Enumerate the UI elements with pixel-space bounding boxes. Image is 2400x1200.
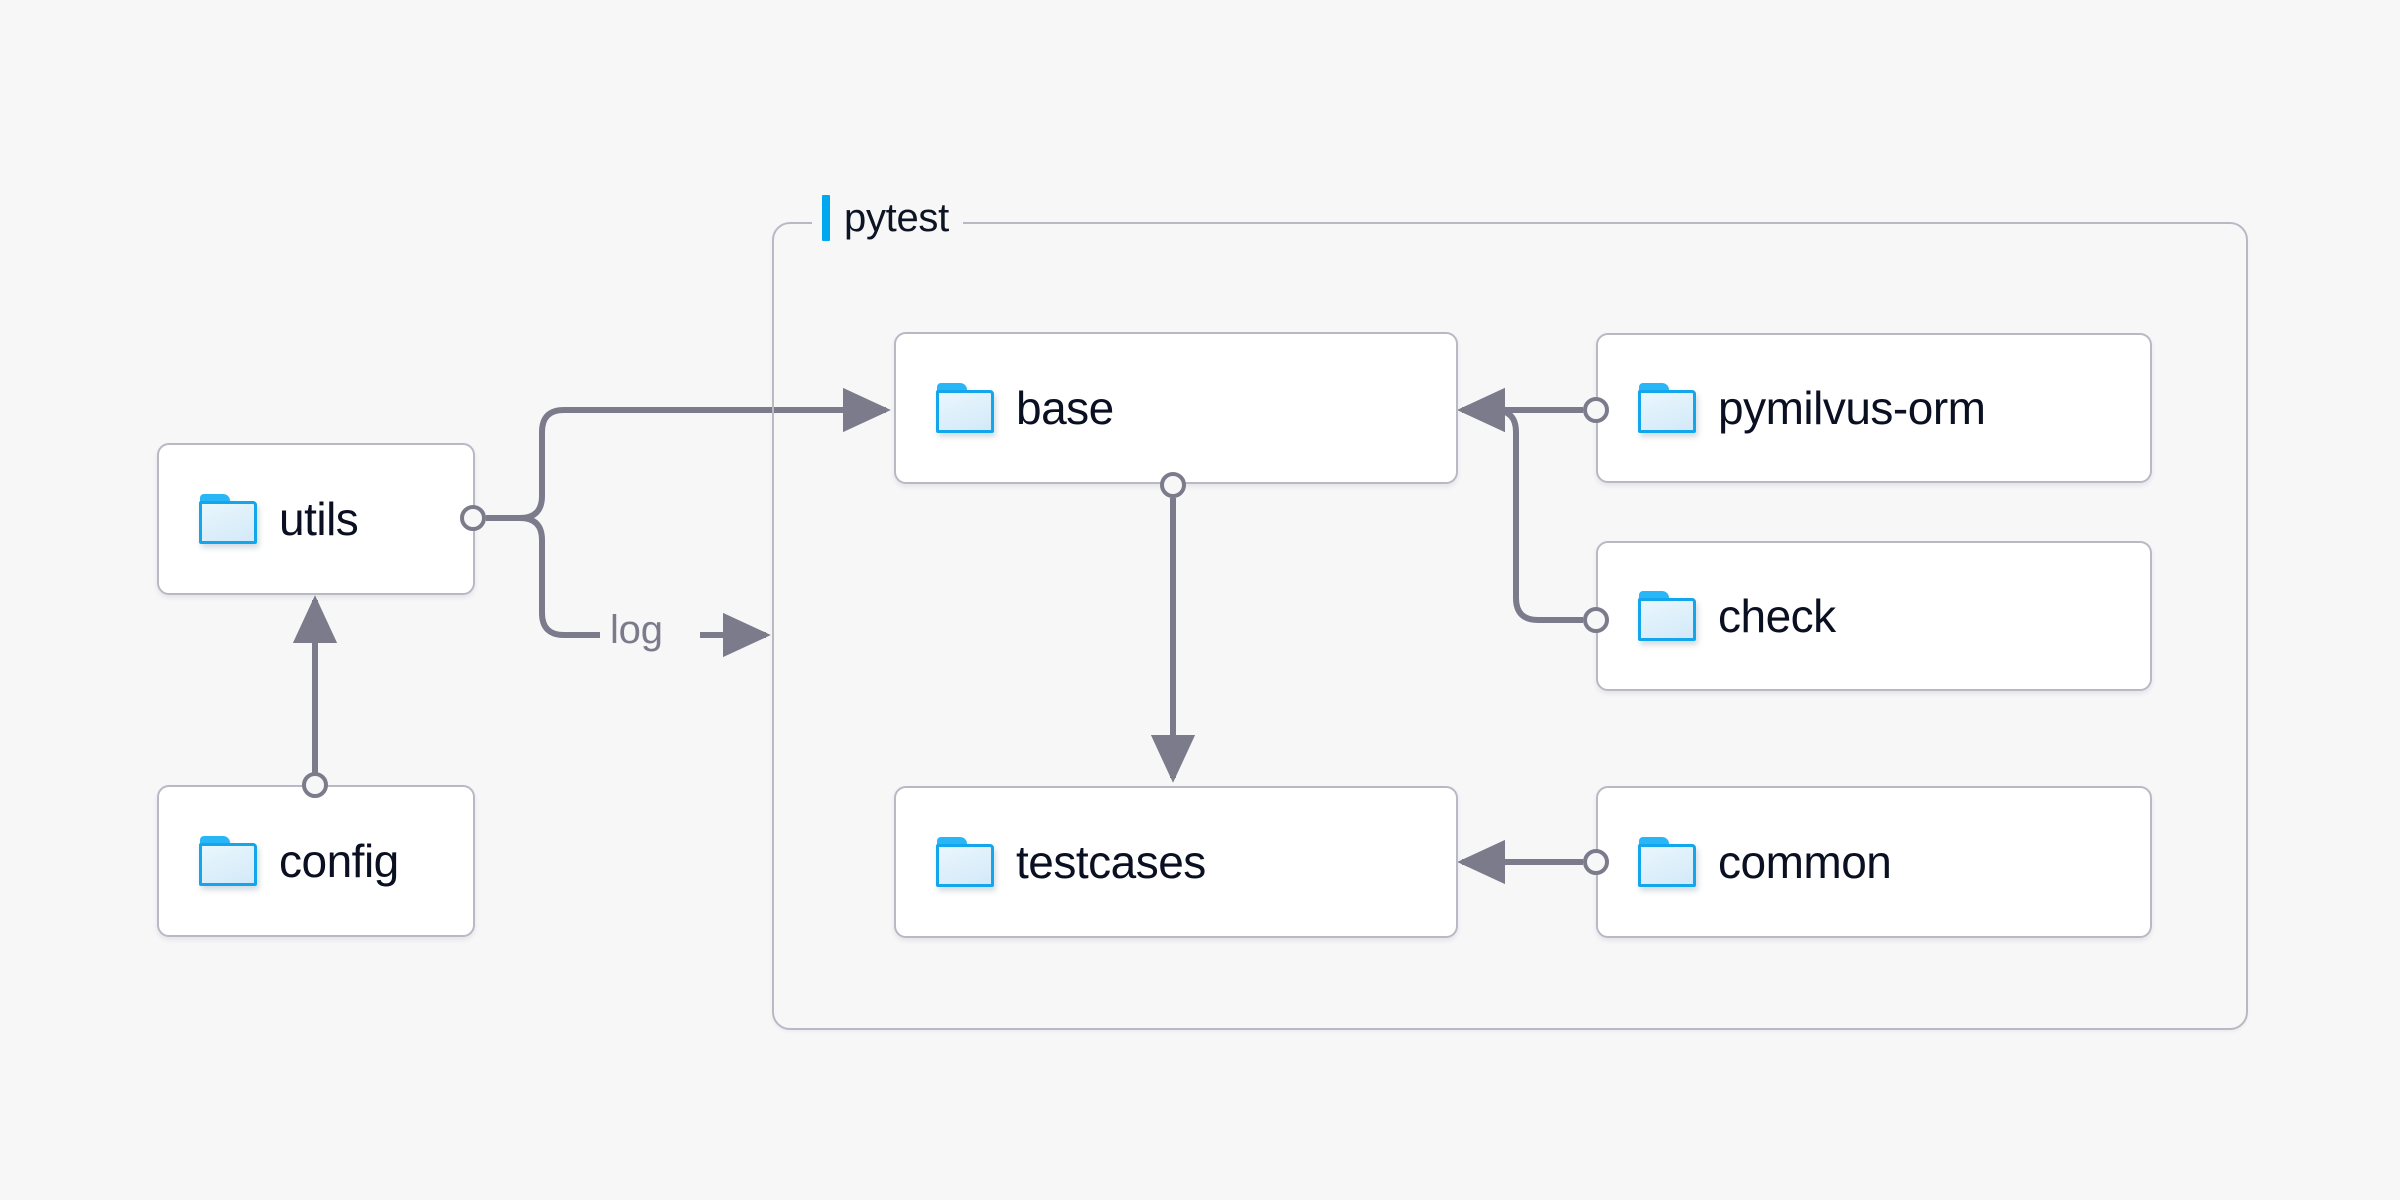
node-pymilvus-orm[interactable]: pymilvus-orm bbox=[1596, 333, 2152, 483]
group-pytest-label: pytest bbox=[812, 195, 963, 241]
port-utils-right[interactable] bbox=[460, 505, 486, 531]
folder-icon bbox=[199, 836, 257, 886]
folder-icon bbox=[1638, 591, 1696, 641]
node-base-label: base bbox=[1016, 382, 1114, 434]
folder-icon bbox=[936, 837, 994, 887]
node-utils[interactable]: utils bbox=[157, 443, 475, 595]
folder-icon bbox=[1638, 383, 1696, 433]
folder-icon bbox=[1638, 837, 1696, 887]
node-config-label: config bbox=[279, 835, 399, 887]
node-utils-label: utils bbox=[279, 493, 359, 545]
group-pytest[interactable] bbox=[772, 222, 2248, 1030]
node-check-label: check bbox=[1718, 590, 1836, 642]
node-common[interactable]: common bbox=[1596, 786, 2152, 938]
node-testcases-label: testcases bbox=[1016, 836, 1206, 888]
group-accent-bar bbox=[822, 195, 830, 241]
node-check[interactable]: check bbox=[1596, 541, 2152, 691]
port-pymilvus-orm-left[interactable] bbox=[1583, 397, 1609, 423]
node-pymilvus-orm-label: pymilvus-orm bbox=[1718, 382, 1986, 434]
port-base-bottom[interactable] bbox=[1160, 472, 1186, 498]
port-check-left[interactable] bbox=[1583, 607, 1609, 633]
node-config[interactable]: config bbox=[157, 785, 475, 937]
port-common-left[interactable] bbox=[1583, 849, 1609, 875]
node-testcases[interactable]: testcases bbox=[894, 786, 1458, 938]
node-base[interactable]: base bbox=[894, 332, 1458, 484]
folder-icon bbox=[936, 383, 994, 433]
group-title: pytest bbox=[844, 196, 949, 240]
edge-utils-to-log bbox=[486, 515, 600, 638]
folder-icon bbox=[199, 494, 257, 544]
node-common-label: common bbox=[1718, 836, 1892, 888]
port-config-top[interactable] bbox=[302, 772, 328, 798]
edge-label-log: log bbox=[604, 608, 669, 653]
